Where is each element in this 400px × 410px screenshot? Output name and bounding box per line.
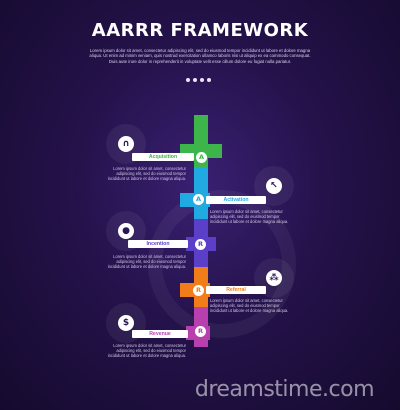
dot <box>193 78 197 82</box>
label-incention: Incention <box>128 240 188 248</box>
badge-acquisition: A <box>196 152 207 163</box>
label-referral: Referral <box>206 286 266 294</box>
label-activation: Activation <box>206 196 266 204</box>
text-referral: Lorem ipsum dolor sit amet, consectetur … <box>210 298 289 314</box>
user-card-icon: ● <box>118 223 134 239</box>
dot <box>207 78 211 82</box>
text-incention: Lorem ipsum dolor sit amet, consectetur … <box>107 254 186 270</box>
dot <box>200 78 204 82</box>
text-acquisition: Lorem ipsum dolor sit amet, consectetur … <box>107 166 186 182</box>
dollar-coin-icon: $ <box>118 315 134 331</box>
text-activation: Lorem ipsum dolor sit amet, consectetur … <box>210 209 289 225</box>
badge-referral: R <box>193 285 204 296</box>
badge-activation: A <box>193 194 204 205</box>
label-revenue: Revenue <box>132 330 188 338</box>
watermark-logo: dreamstime.com <box>194 377 375 402</box>
label-acquisition: Acquisition <box>132 153 194 161</box>
pagination-dots <box>186 78 211 82</box>
dot <box>186 78 190 82</box>
page-subtitle: Lorem ipsum dolor sit amet, consectetur … <box>89 48 311 64</box>
badge-revenue: R <box>195 326 206 337</box>
badge-incention: R <box>195 239 206 250</box>
network-people-icon: ⁂ <box>266 270 282 286</box>
magnet-icon: ∩ <box>118 136 134 152</box>
text-revenue: Lorem ipsum dolor sit amet, consectetur … <box>107 343 186 359</box>
page-title: AARRR FRAMEWORK <box>91 20 309 41</box>
cursor-click-icon: ↖ <box>266 178 282 194</box>
